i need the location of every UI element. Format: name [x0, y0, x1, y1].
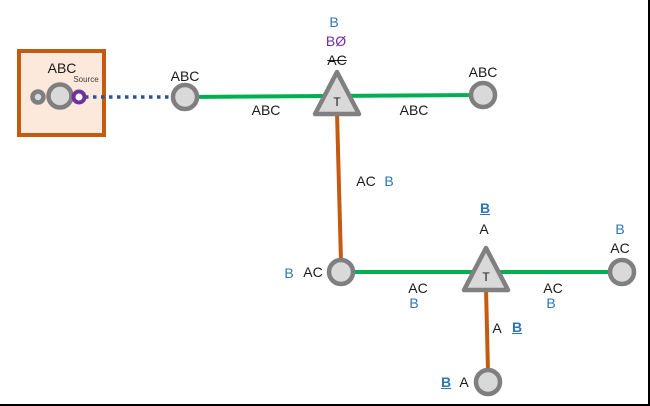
bus-node-5[interactable]	[473, 367, 503, 397]
t2-phase-a-label: A	[479, 221, 489, 237]
t1-phase-bo-label: BØ	[325, 33, 347, 49]
transformer-2-icon[interactable]	[461, 245, 511, 293]
node4-b-label: B	[615, 221, 625, 237]
node2-phase-label: ABC	[468, 64, 498, 80]
transformer2-symbol: T	[482, 270, 490, 284]
drop1-ac-label: AC	[356, 173, 376, 189]
node5-b-label: B	[440, 374, 452, 390]
bus-node-3[interactable]	[326, 257, 356, 287]
source-terminal-icon[interactable]	[71, 89, 87, 105]
node5-a-label: A	[459, 374, 469, 390]
source-phase-label: ABC	[47, 60, 77, 76]
node3-ac-label: AC	[303, 264, 323, 280]
node1-phase-label: ABC	[170, 68, 200, 84]
source-name-label: Source	[73, 75, 99, 84]
node3-b-label: B	[284, 265, 294, 281]
t2-phase-b-label: B	[479, 200, 491, 216]
bus-node-4[interactable]	[607, 257, 637, 287]
drop2-b-label: B	[511, 319, 523, 335]
source-small-bus-icon[interactable]	[30, 89, 46, 105]
node4-ac-label: AC	[610, 240, 630, 256]
orange-drop-line-2[interactable]	[484, 287, 490, 373]
transformer-1-icon[interactable]	[312, 69, 362, 117]
segment2-phase-label: ABC	[399, 102, 429, 118]
source-bus-icon[interactable]	[46, 82, 74, 110]
segment3-ac-label: AC	[408, 280, 428, 296]
bus-node-2[interactable]	[468, 80, 498, 110]
drop2-a-label: A	[492, 320, 502, 336]
t1-phase-ac-label: AC	[327, 52, 347, 68]
transformer1-symbol: T	[333, 95, 341, 109]
segment1-phase-label: ABC	[251, 102, 281, 118]
t1-phase-b-label: B	[329, 14, 339, 30]
bus-node-1[interactable]	[170, 82, 200, 112]
drop1-b-label: B	[384, 173, 394, 189]
segment3-b-label: B	[409, 295, 419, 311]
segment4-ac-label: AC	[543, 280, 563, 296]
segment4-b-label: B	[546, 295, 556, 311]
orange-drop-line-1[interactable]	[335, 111, 343, 263]
